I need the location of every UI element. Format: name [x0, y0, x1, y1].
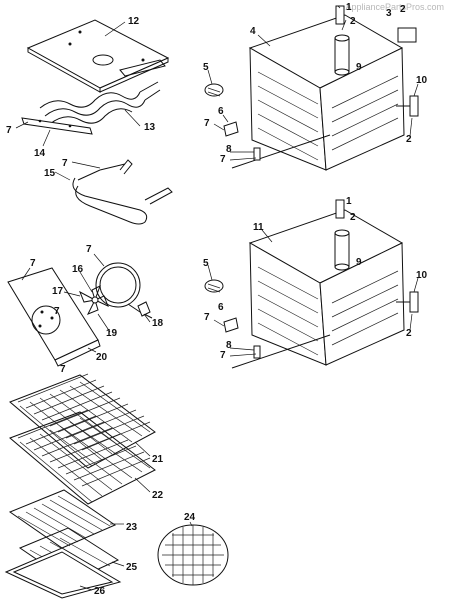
oven-rack-lower[interactable] — [9, 409, 156, 505]
callout-6: 6 — [218, 302, 224, 313]
callout-5: 5 — [203, 258, 209, 269]
callout-7: 7 — [204, 312, 210, 323]
oven-racks — [4, 373, 229, 599]
callout-8: 8 — [226, 144, 232, 155]
callout-2: 2 — [350, 212, 356, 223]
callout-24: 24 — [184, 512, 196, 523]
convection-fan-assembly — [7, 262, 153, 367]
rack-support[interactable] — [253, 147, 261, 161]
hinge-bracket[interactable] — [409, 95, 419, 117]
site-watermark: AppliancePartsPros.com — [345, 2, 444, 12]
broil-pan[interactable] — [4, 547, 122, 599]
sensor-post[interactable] — [335, 5, 345, 25]
leader-lines — [15, 5, 419, 591]
broil-pan-grid[interactable] — [8, 489, 117, 549]
callout-7: 7 — [30, 258, 36, 269]
callout-9: 9 — [356, 257, 362, 268]
callout-1: 1 — [346, 2, 352, 13]
callout-2: 2 — [400, 4, 406, 15]
callout-7: 7 — [6, 125, 12, 136]
callout-9: 9 — [356, 62, 362, 73]
callout-22: 22 — [152, 490, 164, 501]
callout-14: 14 — [34, 148, 46, 159]
fan-blade[interactable] — [79, 284, 109, 315]
callout-1: 1 — [346, 196, 352, 207]
callout-15: 15 — [44, 168, 56, 179]
callout-8: 8 — [226, 340, 232, 351]
broil-element-assembly — [21, 19, 170, 135]
callout-25: 25 — [126, 562, 138, 573]
callout-17: 17 — [52, 286, 64, 297]
callout-2: 2 — [406, 134, 412, 145]
callout-7: 7 — [62, 158, 68, 169]
callout-5: 5 — [203, 62, 209, 73]
callout-7: 7 — [60, 364, 66, 375]
callout-6: 6 — [218, 106, 224, 117]
bake-element[interactable] — [72, 177, 148, 225]
lower-oven-cavity — [204, 199, 419, 369]
callout-16: 16 — [72, 264, 84, 275]
callout-21: 21 — [152, 454, 164, 465]
oven-rack-upper[interactable] — [9, 373, 156, 469]
callout-10: 10 — [416, 270, 428, 281]
callout-12: 12 — [128, 16, 140, 27]
callout-7: 7 — [220, 154, 226, 165]
bake-element-assembly — [72, 159, 173, 225]
callout-2: 2 — [406, 328, 412, 339]
callout-labels: 12 13 14 7 7 15 4 1 2 2 3 9 5 6 7 8 7 10… — [6, 2, 428, 597]
callout-7: 7 — [204, 118, 210, 129]
light-clip[interactable] — [223, 121, 239, 137]
callout-20: 20 — [96, 352, 108, 363]
thermostat-switch[interactable] — [397, 27, 417, 43]
callout-11: 11 — [253, 222, 264, 233]
callout-13: 13 — [144, 122, 156, 133]
callout-3: 3 — [386, 8, 392, 19]
callout-4: 4 — [250, 26, 256, 37]
callout-2: 2 — [350, 16, 356, 27]
callout-23: 23 — [126, 522, 138, 533]
upper-oven-cavity — [204, 5, 419, 171]
callout-7: 7 — [220, 350, 226, 361]
callout-7: 7 — [86, 244, 92, 255]
cover-plate[interactable] — [26, 19, 170, 89]
round-grill-plate[interactable] — [157, 524, 229, 586]
broil-element[interactable] — [39, 91, 141, 109]
callout-19: 19 — [106, 328, 118, 339]
callout-18: 18 — [152, 318, 164, 329]
callout-10: 10 — [416, 75, 428, 86]
fan-element-ring[interactable] — [95, 262, 141, 308]
vent-tube[interactable] — [334, 37, 350, 73]
callout-7: 7 — [54, 306, 60, 317]
fan-motor-bracket[interactable] — [137, 301, 151, 317]
callout-26: 26 — [94, 586, 106, 597]
